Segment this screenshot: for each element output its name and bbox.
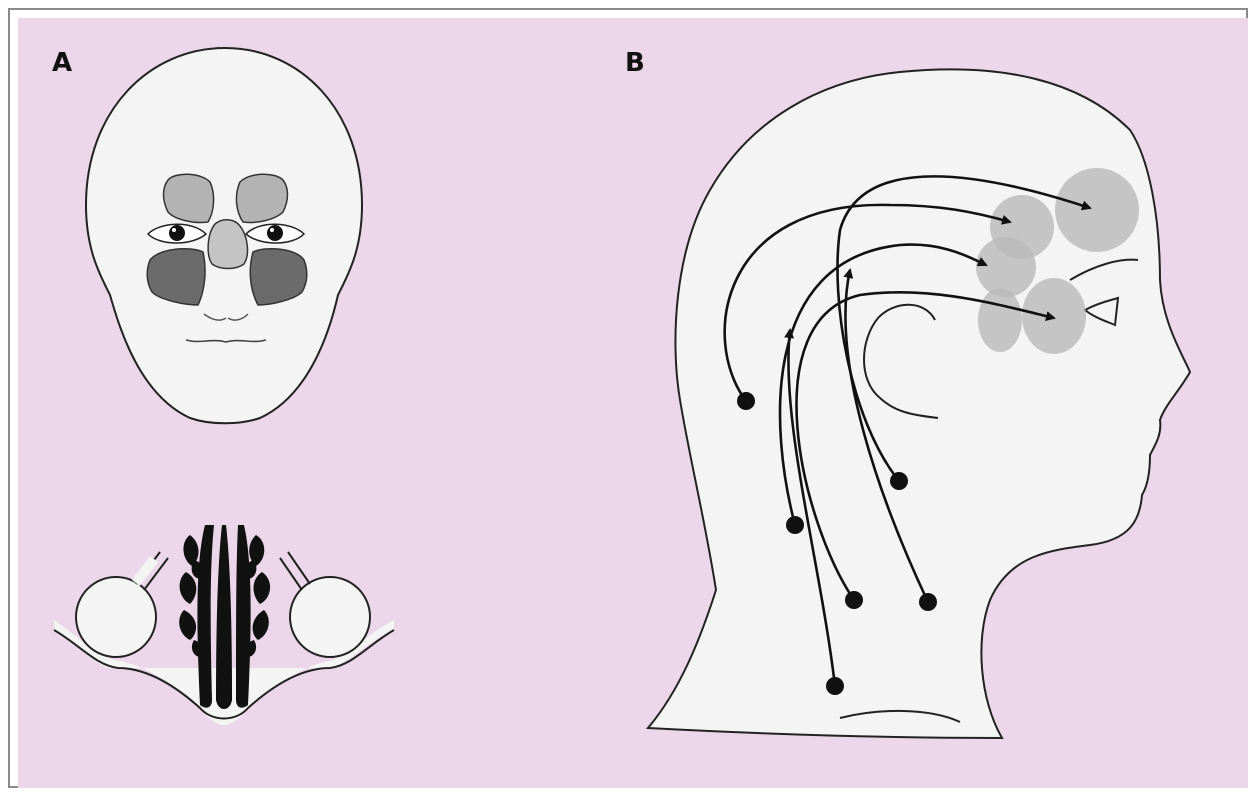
source-dot	[919, 593, 937, 611]
source-dot	[890, 472, 908, 490]
panel-a-face	[86, 48, 362, 423]
frontal-sinus-right	[236, 174, 287, 222]
orbit-left	[76, 552, 168, 657]
source-dot	[786, 516, 804, 534]
orbit-right	[280, 552, 370, 657]
pain-zone-middle	[976, 237, 1036, 297]
source-dot	[737, 392, 755, 410]
panel-b-label: B	[625, 48, 645, 78]
pain-zone-lower	[1022, 278, 1086, 354]
frontal-sinus-left	[164, 174, 214, 222]
pain-zone-temporal	[978, 288, 1022, 352]
source-dot	[845, 591, 863, 609]
source-dot	[826, 677, 844, 695]
head-profile-outline	[648, 69, 1190, 738]
pain-zone-frontal	[1055, 168, 1139, 252]
panel-a-label: A	[52, 48, 72, 78]
ethmoid-sinus	[208, 220, 247, 269]
panel-a-coronal-section	[54, 525, 394, 725]
panel-b-head	[648, 69, 1190, 738]
